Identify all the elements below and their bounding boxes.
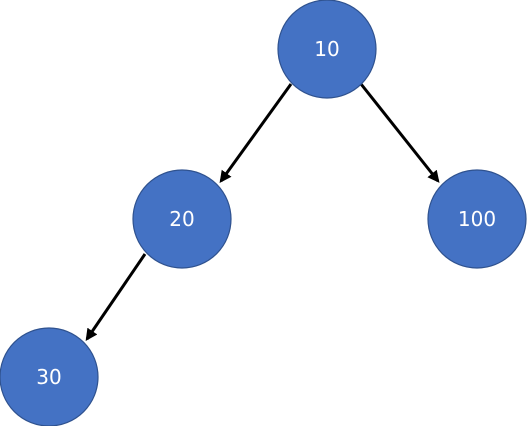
tree-node-100-circle <box>427 169 527 269</box>
tree-node-20-circle <box>132 169 232 269</box>
tree-node-20: 20 <box>132 169 232 269</box>
tree-node-30-circle <box>0 327 99 426</box>
edge-10-to-100 <box>359 83 440 183</box>
tree-node-10-label: 10 <box>314 37 339 61</box>
edge-20-to-30 <box>85 253 147 341</box>
tree-node-20-label: 20 <box>169 207 194 231</box>
tree-node-100: 100 <box>427 169 527 269</box>
edge-10-to-20 <box>219 83 293 183</box>
edge-10-to-100-arrow <box>359 83 440 183</box>
tree-node-10: 10 <box>277 0 377 99</box>
edge-20-to-30-arrow <box>85 253 147 341</box>
tree-node-10-circle <box>277 0 377 99</box>
tree-node-100-label: 100 <box>458 207 496 231</box>
tree-node-30: 30 <box>0 327 99 426</box>
edge-10-to-20-arrow <box>219 83 293 183</box>
tree-node-30-label: 30 <box>36 365 61 389</box>
